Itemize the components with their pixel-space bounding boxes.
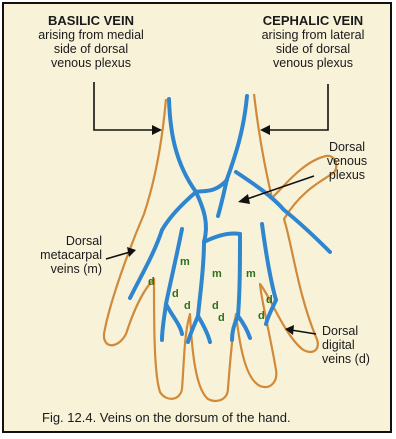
hand-outline [104,94,336,401]
metacarpal-line-2: metacarpal [20,248,102,262]
marker-d-2: d [172,288,179,300]
metacarpal-vein-4 [238,234,240,316]
figure-panel: BASILIC VEIN arising from medial side of… [2,2,392,433]
plexus-line-3: plexus [312,168,382,182]
cephalic-vein-line-2: side of dorsal [238,42,388,56]
dorsal-metacarpal-veins-label: Dorsal metacarpal veins (m) [20,234,102,276]
plexus-line-2: venous [312,154,382,168]
basilic-vein [169,99,196,192]
basilic-vein-line-2: side of dorsal [16,42,166,56]
figure-caption: Fig. 12.4. Veins on the dorsum of the ha… [42,410,291,425]
basilic-vein-line-1: arising from medial [16,28,166,42]
metacarpal-line-1: Dorsal [20,234,102,248]
marker-m-1: m [180,256,190,268]
basilic-vein-line-3: venous plexus [16,56,166,70]
marker-m-2: m [212,268,222,280]
digital-line-2: digital [322,338,388,352]
dorsal-digital-veins-label: Dorsal digital veins (d) [322,324,388,366]
digital-vein-4 [198,316,210,342]
metacarpal-line-3: veins (m) [20,262,102,276]
plexus-pointer [244,176,314,200]
basilic-vein-title: BASILIC VEIN [16,14,166,28]
cephalic-vein [218,96,247,216]
marker-d-1: d [148,276,155,288]
marker-d-5: d [218,312,225,324]
dorsal-venous-plexus-label: Dorsal venous plexus [312,140,382,182]
basilic-arrowhead [152,125,162,135]
cephalic-arrowhead [260,125,270,135]
marker-d-3: d [184,300,191,312]
metacarpal-vein-3 [198,242,204,316]
digital-vein-1 [162,304,166,340]
marker-m-3: m [246,268,256,280]
cephalic-vein-line-3: venous plexus [238,56,388,70]
plexus-arch [196,192,206,242]
basilic-vein-label: BASILIC VEIN arising from medial side of… [16,14,166,70]
basilic-pointer [94,82,154,130]
cephalic-vein-line-1: arising from lateral [238,28,388,42]
digital-line-3: veins (d) [322,352,388,366]
digital-vein-2 [166,304,182,334]
plexus-arrowhead [238,194,250,204]
marker-d-6: d [266,294,273,306]
plexus-line-1: Dorsal [312,140,382,154]
cephalic-vein-label: CEPHALIC VEIN arising from lateral side … [238,14,388,70]
plexus-lower [204,233,240,242]
medial-branch [162,192,196,230]
cephalic-vein-title: CEPHALIC VEIN [238,14,388,28]
veins [130,96,330,342]
plexus-cross [196,180,227,192]
marker-d-4: d [212,300,219,312]
cephalic-pointer [268,84,328,130]
digital-line-1: Dorsal [322,324,388,338]
marker-d-7: d [258,310,265,322]
